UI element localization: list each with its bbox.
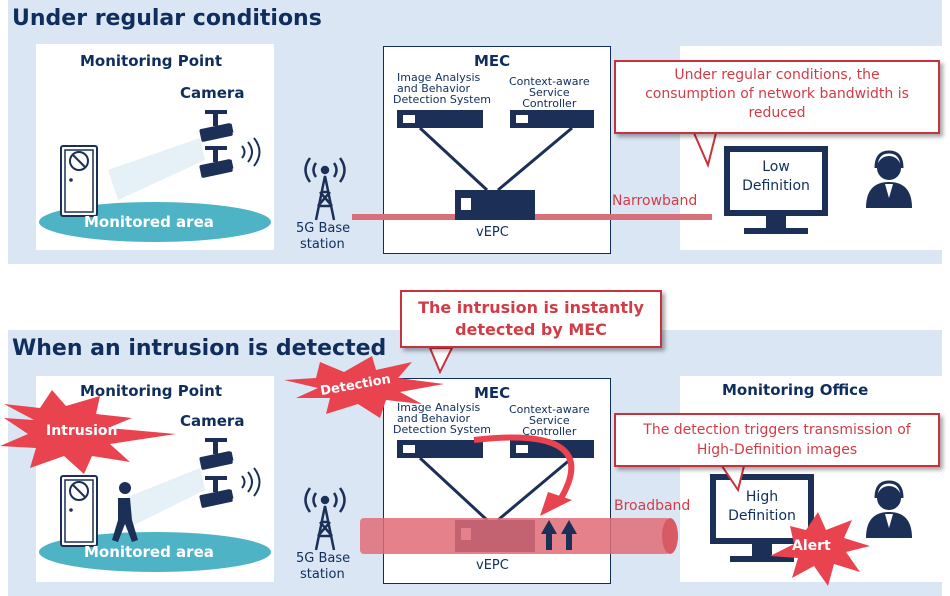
base-station-label-2-line2: station: [300, 567, 345, 582]
base-station-label-line2: station: [300, 237, 345, 252]
monitoring-point-label-2: Monitoring Point: [80, 382, 222, 400]
up-arrows-icon: [541, 520, 577, 550]
camera-label-2: Camera: [180, 412, 245, 430]
camera-icon-2: [199, 438, 234, 508]
mec-callout-tail: [428, 347, 454, 375]
trigger-arrow-head: [540, 492, 572, 516]
narrowband-label: Narrowband: [612, 193, 698, 209]
image-analysis-label: Image Analysis and Behavior Detection Sy…: [393, 71, 491, 106]
mec-label-2: MEC: [474, 384, 511, 402]
mec-label: MEC: [474, 52, 511, 70]
camera-beam: [108, 138, 205, 200]
vepc-label-2: vEPC: [476, 558, 509, 573]
operator-icon-2: [866, 480, 912, 538]
context-controller-label: Context-aware Service Controller: [509, 75, 590, 110]
monitor-icon: [724, 146, 828, 234]
monitoring-office-label: Monitoring Office: [722, 381, 869, 399]
camera-beam-2: [120, 468, 205, 528]
signal-waves-icon: [241, 137, 261, 167]
server-image-analysis-2: [397, 440, 483, 458]
door-icon: [60, 145, 98, 217]
low-definition-screen-text: Low Definition: [742, 159, 810, 194]
alert-label: Alert: [792, 538, 831, 554]
camera-label: Camera: [180, 84, 245, 102]
operator-icon: [866, 150, 912, 208]
alert-burst: [770, 512, 870, 586]
intrusion-burst: [0, 390, 176, 474]
broadband-pipe: [360, 518, 678, 554]
base-station-tower-icon-2: [304, 487, 346, 551]
base-station-label-2-line1: 5G Base: [296, 551, 351, 566]
intrusion-label: Intrusion: [46, 423, 118, 439]
server-image-analysis: [397, 110, 483, 128]
mec-links: [418, 126, 573, 192]
server-context-controller: [510, 110, 594, 128]
base-station-label-line1: 5G Base: [296, 221, 351, 236]
panel-title-regular: Under regular conditions: [12, 6, 322, 31]
high-definition-callout: The detection triggers transmission of H…: [614, 413, 940, 467]
trigger-arrow: [473, 434, 575, 502]
server-vepc: [455, 190, 535, 220]
monitored-area-label-2: Monitored area: [84, 543, 214, 561]
mec-detection-callout: The intrusion is instantly detected by M…: [400, 290, 662, 348]
broadband-label: Broadband: [614, 498, 691, 514]
base-station-tower-icon: [304, 157, 346, 221]
image-analysis-label-2: Image Analysis and Behavior Detection Sy…: [393, 401, 491, 436]
monitoring-point-label: Monitoring Point: [80, 52, 222, 70]
intruder-icon: [112, 482, 138, 542]
camera-icon: [199, 110, 234, 178]
context-controller-label-2: Context-aware Service Controller: [509, 403, 590, 438]
signal-waves-icon-2: [241, 467, 261, 497]
monitored-area-label: Monitored area: [84, 213, 214, 231]
door-icon-2: [60, 475, 98, 547]
detection-burst: [284, 356, 444, 418]
regular-conditions-callout: Under regular conditions, the consumptio…: [614, 60, 940, 134]
vepc-label: vEPC: [476, 225, 509, 240]
high-definition-screen-text: High Definition: [728, 489, 796, 524]
mec-links-2: [418, 456, 573, 522]
panel-title-intrusion: When an intrusion is detected: [12, 336, 387, 361]
server-context-controller-2: [510, 440, 594, 458]
